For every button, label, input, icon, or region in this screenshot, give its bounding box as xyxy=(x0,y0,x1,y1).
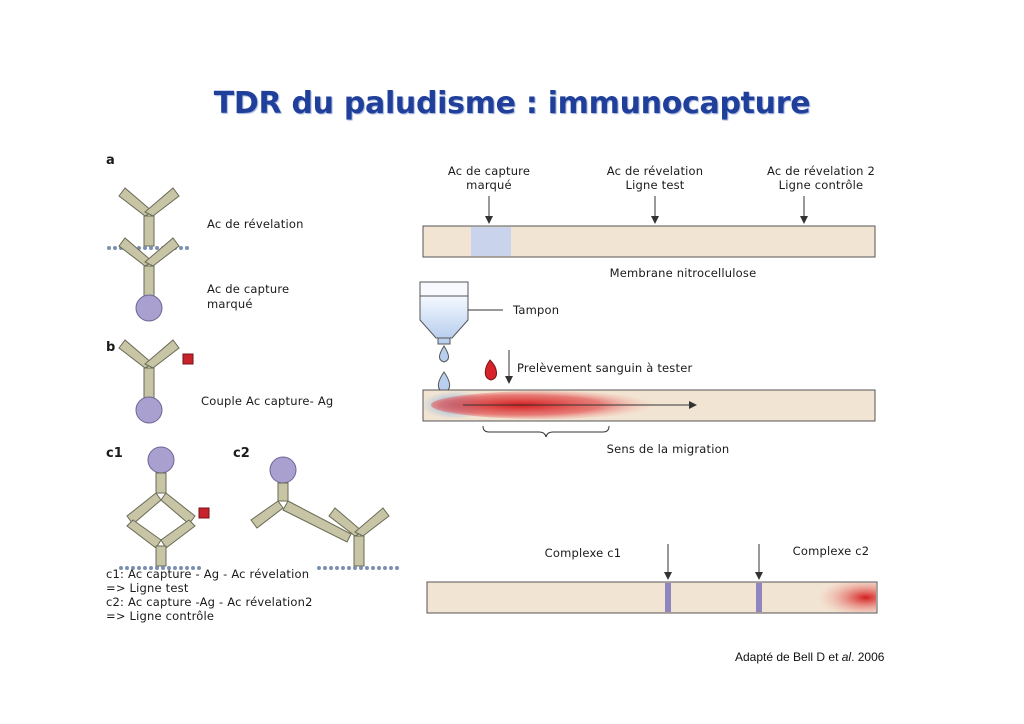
label-complexe-c1: Complexe c1 xyxy=(545,546,622,560)
migration-brace xyxy=(482,425,610,438)
legend-line-3: c2: Ac capture -Ag - Ac révelation2 xyxy=(106,595,313,609)
strip-migration xyxy=(421,389,876,422)
label-ac-capture-2: marqué xyxy=(207,297,253,311)
credit-prefix: Adapté de Bell D et xyxy=(735,650,842,664)
couple-capture-antigen xyxy=(118,339,194,424)
section-a-label: a xyxy=(106,153,115,168)
bottom-arrows xyxy=(664,544,763,580)
col3-line1: Ac de révelation 2 xyxy=(767,164,875,178)
antibody-capture-marked xyxy=(118,237,180,322)
buffer-dropper xyxy=(419,281,469,393)
section-c1-label: c1 xyxy=(106,446,123,461)
col2-line2: Ligne test xyxy=(625,178,684,192)
antibody-revelation xyxy=(107,187,189,250)
strip-result xyxy=(426,581,878,614)
top-arrows xyxy=(485,196,808,224)
legend-line-2: => Ligne test xyxy=(106,581,189,595)
col1-line2: marqué xyxy=(466,178,512,192)
blood-drop xyxy=(484,359,497,381)
immunocapture-diagram: a Ac de révelation Ac de capture marqué … xyxy=(103,148,900,626)
section-b-label: b xyxy=(106,340,115,355)
source-credit: Adapté de Bell D et al. 2006 xyxy=(735,650,884,664)
label-couple: Couple Ac capture- Ag xyxy=(201,394,333,408)
label-ac-revelation: Ac de révelation xyxy=(207,217,304,231)
label-sens: Sens de la migration xyxy=(607,442,730,456)
credit-italic: al xyxy=(841,650,852,664)
diagram-svg: a Ac de révelation Ac de capture marqué … xyxy=(106,153,878,623)
label-prelevement: Prelèvement sanguin à tester xyxy=(517,361,692,375)
credit-suffix: . 2006 xyxy=(851,650,885,664)
label-complexe-c2: Complexe c2 xyxy=(793,544,870,558)
legend-line-1: c1: Ac capture - Ag - Ac révelation xyxy=(106,567,309,581)
page-title: TDR du paludisme : immunocapture xyxy=(213,86,811,121)
complex-c1 xyxy=(119,446,210,570)
label-tampon: Tampon xyxy=(512,303,559,317)
col3-line2: Ligne contrôle xyxy=(779,178,864,192)
label-ac-capture-1: Ac de capture xyxy=(207,282,289,296)
complex-c2 xyxy=(250,456,399,570)
label-membrane: Membrane nitrocellulose xyxy=(610,266,757,280)
legend-line-4: => Ligne contrôle xyxy=(106,609,214,623)
col2-line1: Ac de révelation xyxy=(607,164,704,178)
section-c2-label: c2 xyxy=(233,446,250,461)
col1-line1: Ac de capture xyxy=(448,164,530,178)
strip-membrane xyxy=(422,225,876,258)
